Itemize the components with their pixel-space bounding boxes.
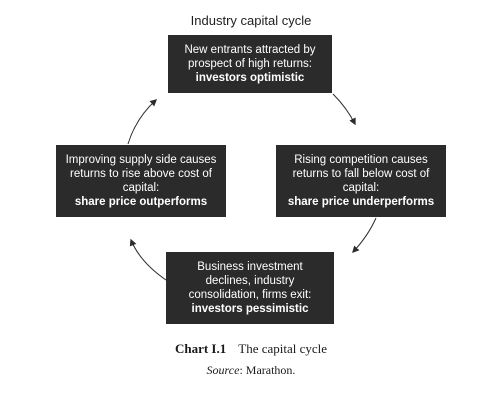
arrow-top-to-right [332, 93, 356, 126]
node-top-line-2: prospect of high returns: [187, 58, 312, 70]
node-top-emphasis: investors optimistic [195, 72, 305, 84]
arrow-bottom-to-left [129, 238, 167, 281]
node-bottom-investment-declines: Business investment declines, industry c… [166, 252, 334, 324]
node-bottom-line-2: declines, industry [205, 275, 295, 287]
node-right-rising-competition: Rising competition causes returns to fal… [276, 145, 446, 217]
arrow-right-to-bottom [352, 217, 377, 254]
node-right-emphasis: share price underperforms [287, 196, 435, 208]
node-bottom-emphasis: investors pessimistic [191, 303, 309, 315]
node-bottom-line-3: consolidation, firms exit: [188, 289, 312, 301]
source-text: : Marathon. [239, 363, 296, 377]
node-bottom-line-1: Business investment [197, 261, 303, 273]
node-right-line-2: returns to fall below cost of [292, 168, 430, 180]
node-right-line-3: capital: [342, 182, 380, 194]
node-left-line-3: capital: [122, 182, 160, 194]
diagram-title: Industry capital cycle [190, 13, 312, 28]
node-left-line-1: Improving supply side causes [65, 154, 217, 166]
arrow-left-to-top [127, 99, 158, 145]
figure-source: Source: Marathon. [0, 363, 502, 378]
source-label: Source [206, 363, 240, 377]
figure-caption: Chart I.1 The capital cycle [0, 341, 502, 357]
node-top-line-1: New entrants attracted by [184, 44, 316, 56]
node-right-line-1: Rising competition causes [294, 154, 428, 166]
node-left-emphasis: share price outperforms [74, 196, 208, 208]
caption-text: The capital cycle [238, 341, 328, 356]
node-top-new-entrants: New entrants attracted by prospect of hi… [168, 35, 332, 93]
caption-label: Chart I.1 [174, 341, 227, 356]
node-left-line-2: returns to rise above cost of [70, 168, 212, 180]
node-left-improving-supply: Improving supply side causes returns to … [56, 145, 226, 217]
